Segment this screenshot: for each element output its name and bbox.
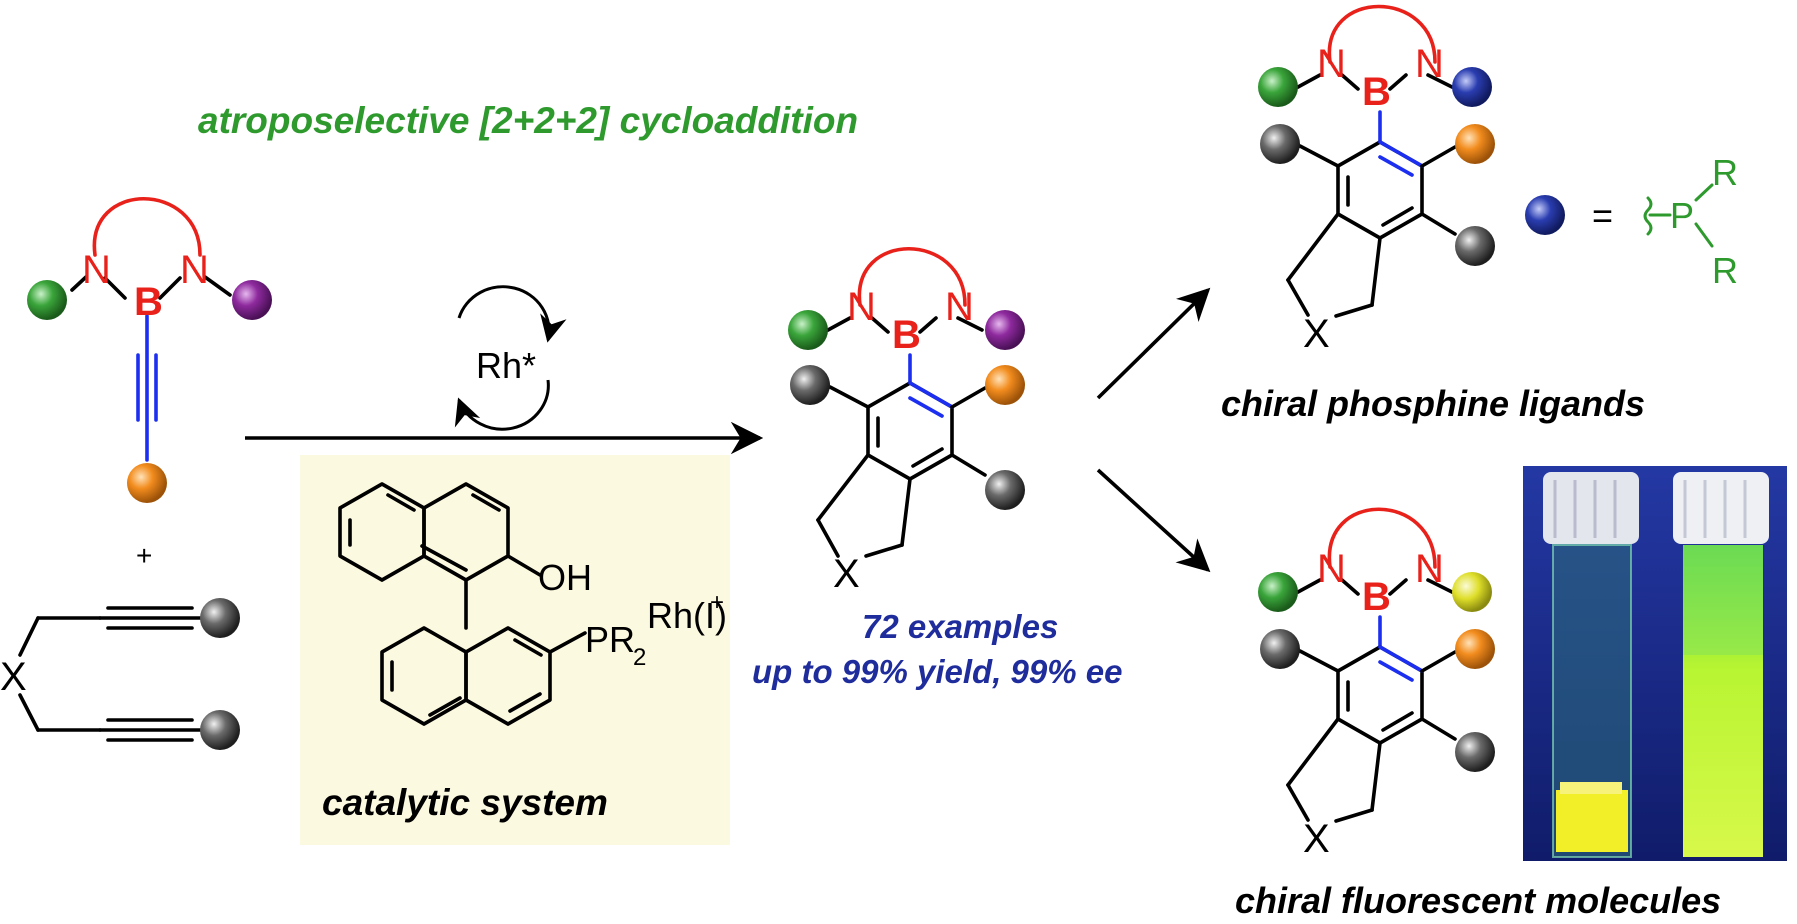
orange-substituent-sphere (127, 463, 167, 503)
purple-substituent-sphere (985, 310, 1025, 350)
nitrogen-atom: N (82, 248, 111, 292)
orange-substituent-sphere (1455, 629, 1495, 669)
nitrogen-atom: N (1415, 42, 1444, 86)
reaction-title: atroposelective [2+2+2] cycloaddition (198, 100, 858, 141)
plus-sign: + (136, 540, 152, 571)
orange-substituent-sphere (985, 365, 1025, 405)
x-linker-atom: X (1303, 312, 1330, 356)
phosphine-ligand-product: N B N X (1258, 4, 1495, 356)
solid-sample-vial (1543, 472, 1639, 858)
yellow-substituent-sphere (1452, 572, 1492, 612)
diyne-reactant: X (0, 598, 240, 750)
blue-phosphine-sphere (1452, 67, 1492, 107)
alkynyl-boron-reactant: N B N (27, 197, 272, 503)
catalytic-system-box (300, 455, 730, 845)
gray-substituent-sphere (985, 470, 1025, 510)
nitrogen-atom: N (1317, 547, 1346, 591)
solution-sample-vial (1673, 472, 1769, 857)
phosphine-group-label: PR (585, 619, 635, 660)
blue-phosphine-sphere (1525, 195, 1565, 235)
nitrogen-atom: N (847, 285, 876, 329)
catalytic-cycle-icon: Rh* (454, 285, 567, 431)
boron-atom: B (1362, 70, 1391, 114)
green-substituent-sphere (27, 280, 67, 320)
nitrogen-atom: N (945, 285, 974, 329)
gray-substituent-sphere (1260, 124, 1300, 164)
phosphine-legend: = P R R (1525, 152, 1738, 291)
x-linker-atom: X (0, 655, 27, 699)
x-linker-atom: X (1303, 817, 1330, 861)
axially-chiral-product: N B N X (788, 247, 1025, 596)
gray-substituent-sphere (1455, 732, 1495, 772)
nitrogen-atom: N (1415, 547, 1444, 591)
binaphthyl-ligand-structure: OH PR 2 Rh(I) + (338, 482, 727, 726)
phosphine-ligands-label: chiral phosphine ligands (1221, 383, 1645, 424)
gray-substituent-sphere (790, 365, 830, 405)
green-substituent-sphere (1258, 67, 1298, 107)
x-linker-atom: X (833, 552, 860, 596)
catalytic-system-label: catalytic system (322, 782, 608, 823)
rhodium-charge-label: + (710, 589, 724, 616)
boron-atom: B (892, 313, 921, 357)
gray-substituent-sphere (200, 710, 240, 750)
uv-fluorescence-photo (1523, 466, 1787, 861)
gray-substituent-sphere (1260, 629, 1300, 669)
r-group-lower: R (1712, 250, 1738, 291)
orange-substituent-sphere (1455, 124, 1495, 164)
equals-sign: = (1592, 195, 1613, 236)
nitrogen-atom: N (1317, 42, 1346, 86)
phosphine-subscript: 2 (633, 644, 646, 671)
purple-substituent-sphere (232, 280, 272, 320)
green-substituent-sphere (788, 310, 828, 350)
rh-catalyst-label: Rh* (476, 345, 536, 386)
arrow-to-phosphine-ligands (1096, 287, 1211, 400)
nitrogen-atom: N (180, 248, 209, 292)
arrow-to-fluorescent-molecules (1096, 468, 1211, 573)
fluorescent-product: N B N X (1258, 507, 1495, 861)
yield-ee-summary: up to 99% yield, 99% ee (752, 653, 1122, 690)
hydroxyl-group-label: OH (538, 557, 592, 598)
gray-substituent-sphere (1455, 226, 1495, 266)
examples-count: 72 examples (862, 608, 1058, 645)
fluorescent-molecules-label: chiral fluorescent molecules (1235, 880, 1721, 921)
boron-atom: B (134, 280, 163, 324)
phosphorus-atom: P (1670, 195, 1694, 236)
boron-atom: B (1362, 575, 1391, 619)
gray-substituent-sphere (200, 598, 240, 638)
r-group-upper: R (1712, 152, 1738, 193)
rhodium-complex-label: Rh(I) (647, 595, 727, 636)
green-substituent-sphere (1258, 572, 1298, 612)
